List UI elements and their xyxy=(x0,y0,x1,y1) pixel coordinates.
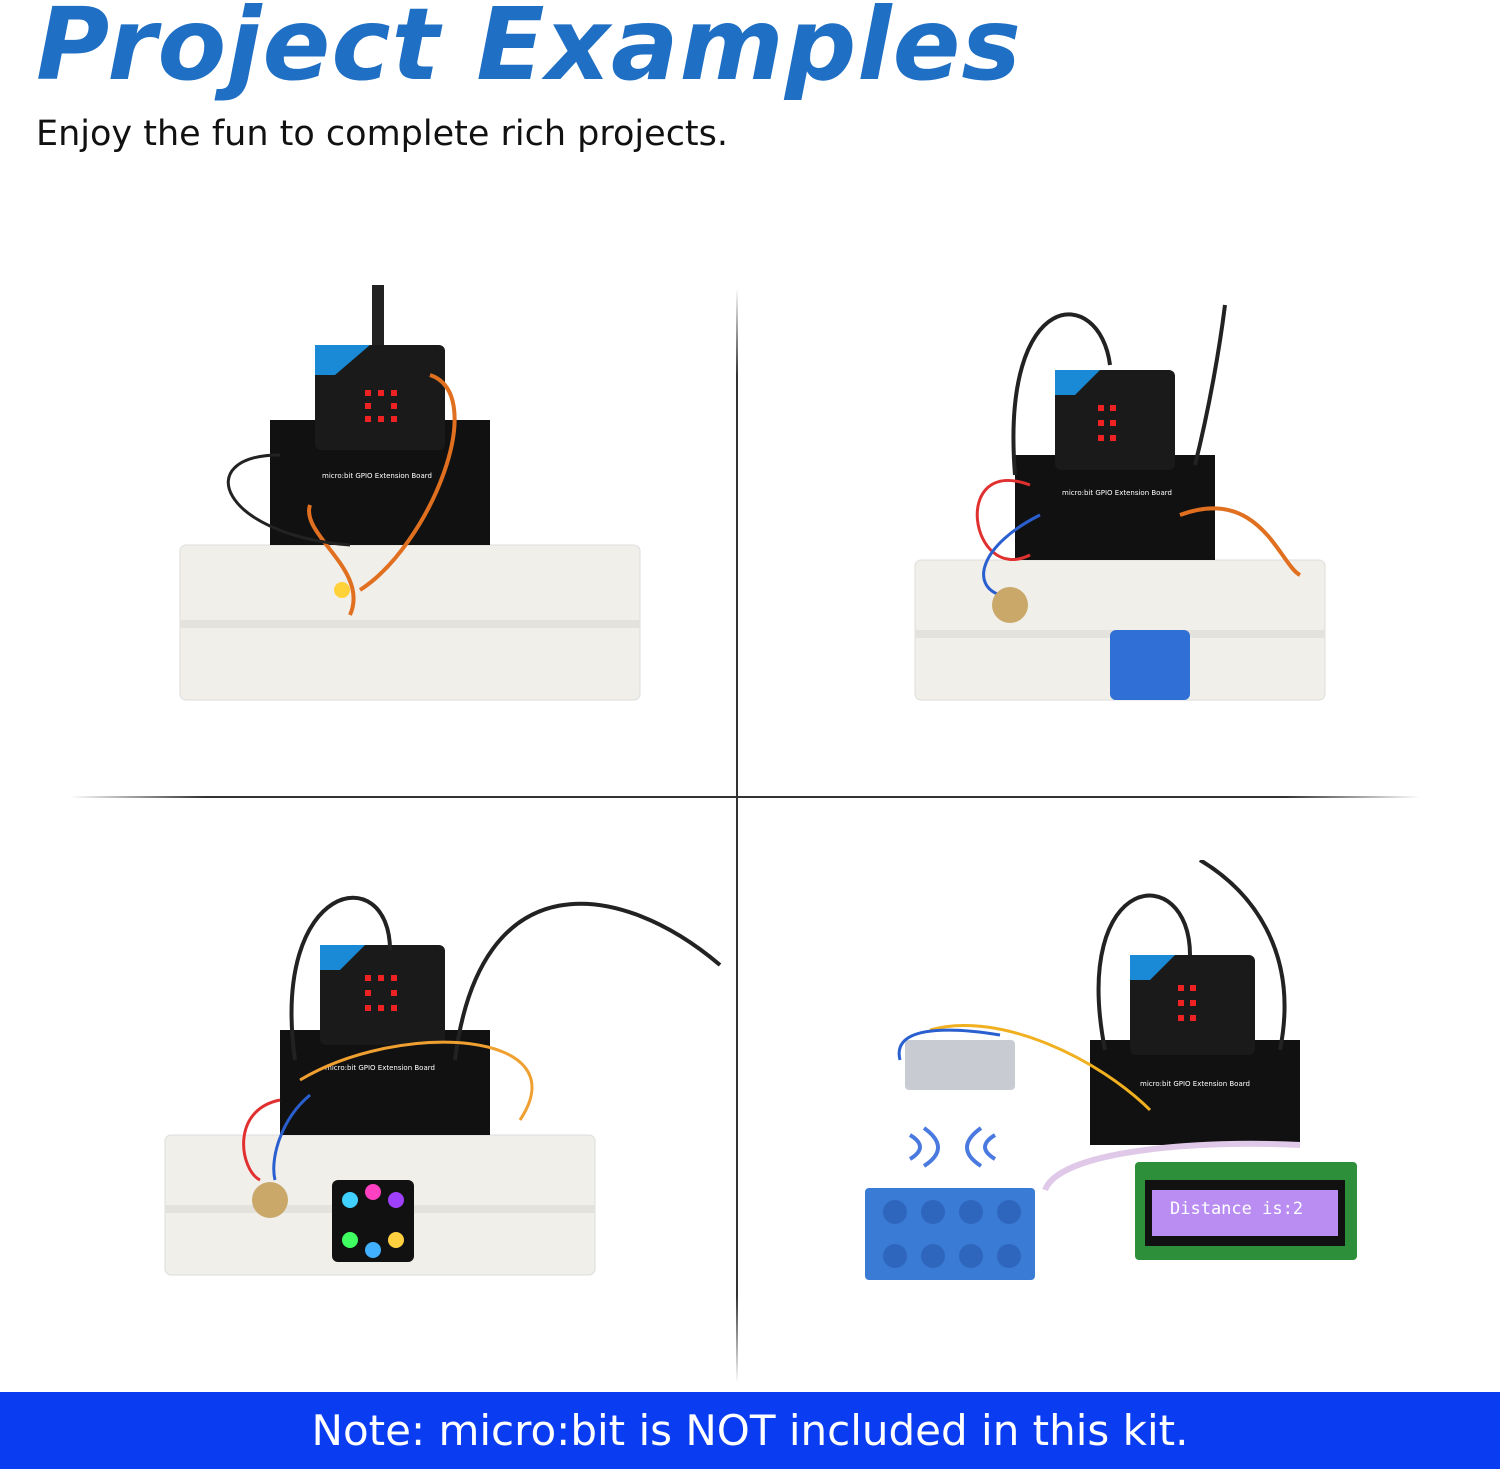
project-led-photo: micro:bit GPIO Extension Board xyxy=(110,285,760,755)
note-banner: Note: micro:bit is NOT included in this … xyxy=(0,1392,1500,1469)
board-label: micro:bit GPIO Extension Board xyxy=(325,1064,435,1072)
lcd-text: Distance is:2 xyxy=(1170,1199,1303,1219)
note-text: Note: micro:bit is NOT included in this … xyxy=(311,1406,1189,1455)
led xyxy=(334,582,350,598)
board-label: micro:bit GPIO Extension Board xyxy=(1140,1080,1250,1088)
vertical-divider xyxy=(736,288,738,1383)
wave-icon-right xyxy=(965,1126,997,1168)
horizontal-divider xyxy=(70,796,1420,798)
page-title: Project Examples xyxy=(36,0,1022,103)
board-label: micro:bit GPIO Extension Board xyxy=(322,472,432,480)
project-ultrasonic-photo: micro:bit GPIO Extension Board Distance … xyxy=(800,858,1450,1330)
usb-cable xyxy=(372,285,384,345)
board-label: micro:bit GPIO Extension Board xyxy=(1062,489,1172,497)
lego-brick xyxy=(865,1188,1035,1280)
ultrasonic-sensor xyxy=(905,1040,1015,1090)
wave-icon-left xyxy=(908,1126,940,1168)
project-servo-photo: micro:bit GPIO Extension Board xyxy=(800,285,1450,755)
project-rgb-photo: micro:bit GPIO Extension Board xyxy=(100,860,750,1330)
microbit xyxy=(315,345,445,450)
potentiometer xyxy=(992,587,1028,623)
servo xyxy=(1110,630,1190,700)
page-subtitle: Enjoy the fun to complete rich projects. xyxy=(36,114,729,154)
